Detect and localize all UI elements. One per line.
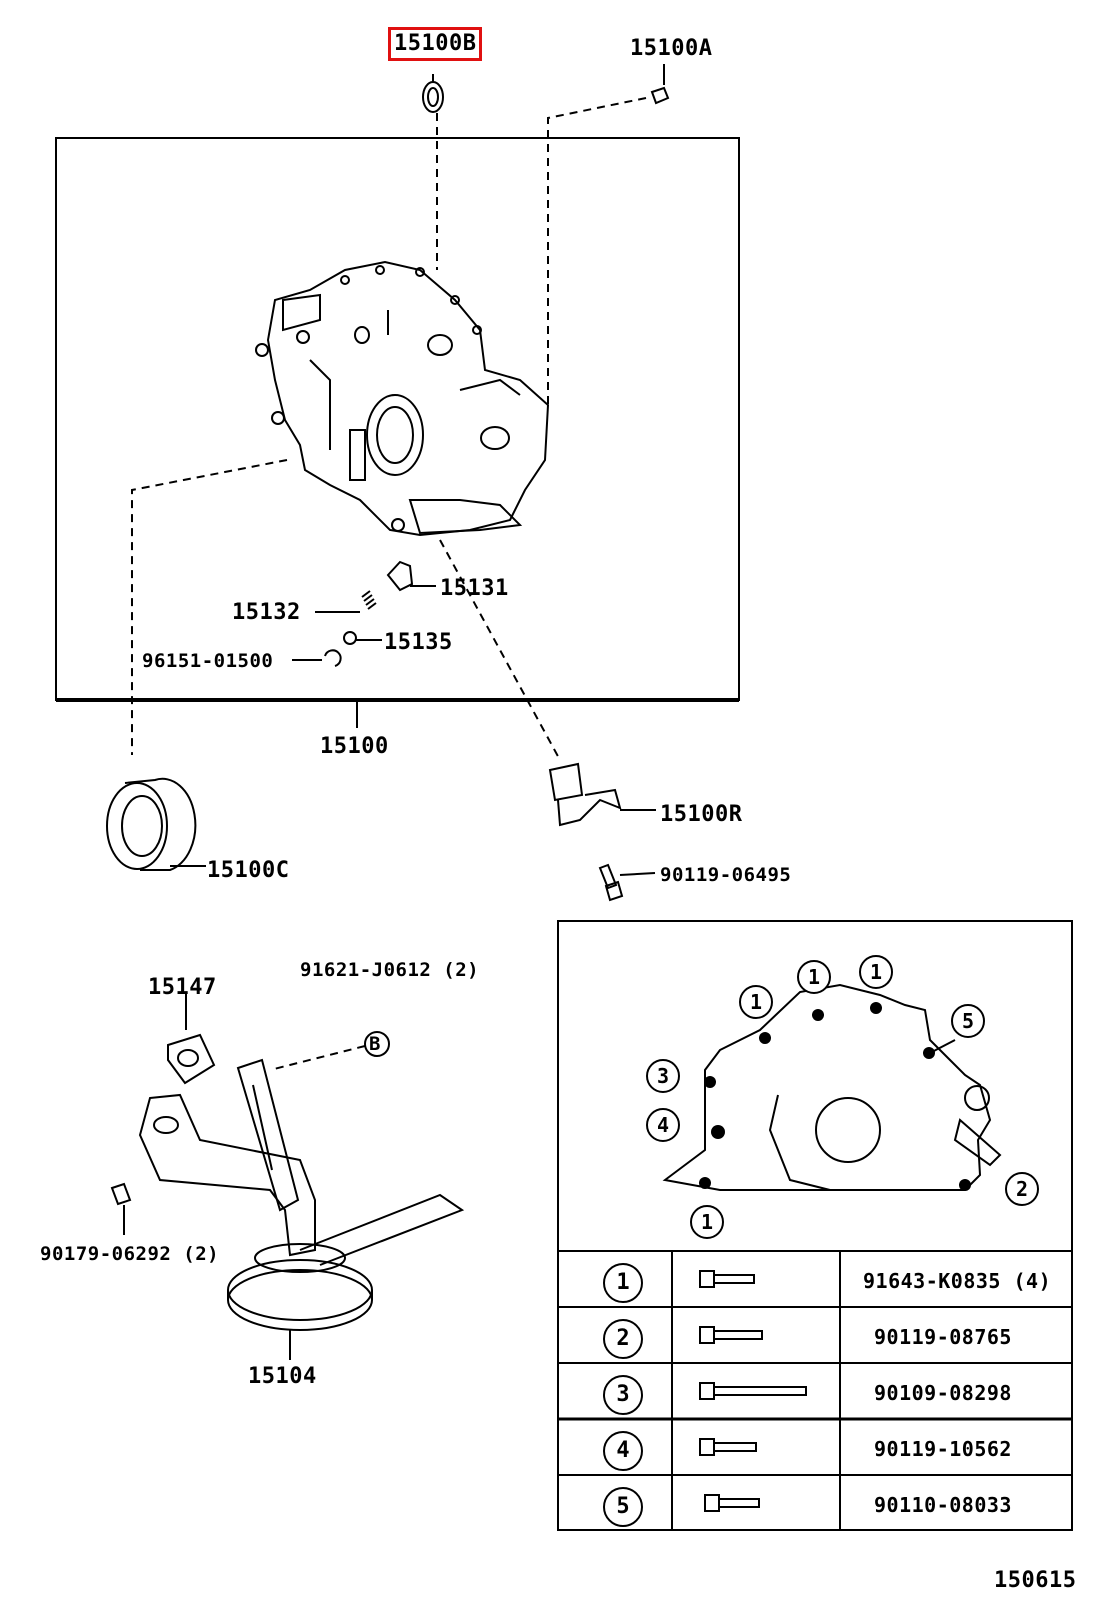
relief-valve-parts (292, 560, 436, 667)
label-B: B (369, 1033, 381, 1055)
callout-2: 2 (1005, 1172, 1039, 1206)
row-part-number[interactable]: 90119-08765 (874, 1325, 1012, 1349)
row-number: 1 (603, 1263, 643, 1303)
row-part-number[interactable]: 90109-08298 (874, 1381, 1012, 1405)
oil-seal-15100C-shape (106, 777, 206, 871)
label-90119-06495[interactable]: 90119-06495 (660, 864, 792, 886)
label-15100R[interactable]: 15100R (660, 802, 743, 827)
row-number: 2 (603, 1319, 643, 1359)
callout-3: 3 (646, 1059, 680, 1093)
label-15147[interactable]: 15147 (148, 975, 217, 1000)
bolt-90119-06495-shape (598, 863, 624, 902)
sensor-15100R-shape (548, 762, 656, 827)
pin-15100A-shape (650, 86, 670, 105)
table-row: 3 90109-08298 (558, 1363, 1072, 1419)
bolt-table-grid (558, 1250, 1072, 1530)
label-15132[interactable]: 15132 (232, 600, 301, 625)
label-15100C[interactable]: 15100C (207, 858, 290, 883)
label-15100A[interactable]: 15100A (630, 36, 713, 61)
label-90179-06292[interactable]: 90179-06292 (2) (40, 1243, 220, 1265)
row-part-number[interactable]: 90119-10562 (874, 1437, 1012, 1461)
table-bolt-icons (699, 1270, 807, 1512)
label-15131[interactable]: 15131 (440, 576, 509, 601)
row-number: 3 (603, 1375, 643, 1415)
callout-1-b: 1 (797, 960, 831, 994)
label-96151-01500[interactable]: 96151-01500 (142, 650, 274, 672)
callout-1-a: 1 (739, 985, 773, 1019)
label-91621-J0612[interactable]: 91621-J0612 (2) (300, 959, 480, 981)
table-row: 1 91643-K0835 (4) (558, 1251, 1072, 1307)
label-15100B[interactable]: 15100B (387, 27, 483, 61)
label-15104[interactable]: 15104 (248, 1364, 317, 1389)
row-number: 5 (603, 1487, 643, 1527)
diagram-id: 150615 (994, 1568, 1077, 1593)
label-15100[interactable]: 15100 (320, 734, 389, 759)
oil-strainer-assembly (110, 994, 465, 1360)
table-row: 5 90110-08033 (558, 1475, 1072, 1531)
table-row: 4 90119-10562 (558, 1419, 1072, 1475)
row-part-number[interactable]: 91643-K0835 (4) (863, 1269, 1052, 1293)
table-row: 2 90119-08765 (558, 1307, 1072, 1363)
callout-5: 5 (951, 1004, 985, 1038)
bolt-hole-dots (699, 1002, 971, 1191)
callout-4: 4 (646, 1108, 680, 1142)
callout-1-d: 1 (690, 1205, 724, 1239)
oil-pump-body (255, 260, 550, 537)
assembly-frame (55, 137, 740, 701)
row-part-number[interactable]: 90110-08033 (874, 1493, 1012, 1517)
label-15135[interactable]: 15135 (384, 630, 453, 655)
bolt-location-panel (557, 920, 1073, 1531)
row-number: 4 (603, 1431, 643, 1471)
callout-1-c: 1 (859, 955, 893, 989)
cover-outline (662, 983, 1002, 1191)
washer-15100B-shape (422, 81, 444, 113)
